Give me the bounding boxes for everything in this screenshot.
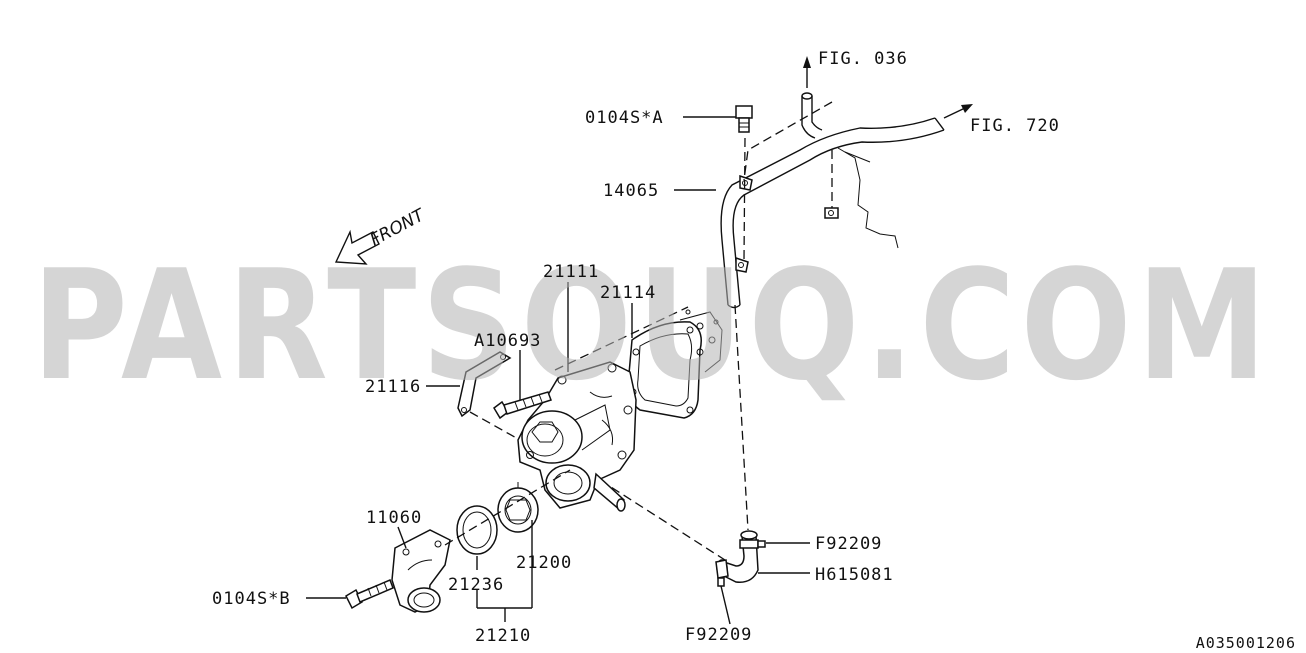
water-pipe-14065[interactable] — [720, 92, 945, 309]
seal-ring-21236[interactable] — [456, 505, 498, 555]
callout-pipe-14065[interactable]: 14065 — [603, 181, 659, 201]
arrow-right-fig720 — [943, 104, 973, 119]
gasket-21114[interactable] — [627, 321, 702, 419]
clip-f92209-lower[interactable] — [715, 559, 729, 587]
engine-outline — [837, 147, 899, 249]
callout-bolt-a[interactable]: 0104S*A — [585, 108, 664, 128]
water-pump-back-plate — [679, 309, 723, 373]
alignment-line-gasket-top — [554, 306, 689, 371]
bolt-0104s-b[interactable] — [345, 579, 394, 610]
bracket-21116[interactable] — [457, 351, 512, 418]
thermostat-cover-11060[interactable] — [391, 529, 451, 613]
leader-lines — [306, 116, 810, 625]
callout-gasket-21114[interactable]: 21114 — [600, 283, 656, 303]
thermostat-21200[interactable] — [497, 482, 539, 533]
bolt-0104s-a[interactable] — [735, 105, 753, 133]
callout-bracket-21116[interactable]: 21116 — [365, 377, 421, 397]
callout-assy-21210[interactable]: 21210 — [475, 626, 531, 646]
alignment-line-bracket — [469, 411, 521, 441]
alignment-line-pump-hose — [599, 479, 726, 561]
bolt-a10693[interactable] — [493, 391, 552, 420]
callout-bolt-a10693[interactable]: A10693 — [474, 331, 541, 351]
callout-thermostat-21200[interactable]: 21200 — [516, 553, 572, 573]
arrow-up-fig036 — [803, 56, 811, 88]
callout-pump-21111[interactable]: 21111 — [543, 262, 599, 282]
callout-hose-h615081[interactable]: H615081 — [815, 565, 894, 585]
figure-code: A035001206 — [1196, 634, 1296, 652]
callout-cover-11060[interactable]: 11060 — [366, 508, 422, 528]
alignment-line-pipe-tab — [743, 137, 746, 261]
clip-f92209-upper[interactable] — [739, 539, 766, 549]
callout-fig720[interactable]: FIG. 720 — [970, 116, 1060, 136]
callout-bolt-b[interactable]: 0104S*B — [212, 589, 291, 609]
callout-seal-21236[interactable]: 21236 — [448, 575, 504, 595]
alignment-line-thermostat — [444, 469, 571, 546]
watermark-text: PARTSOUQ.COM — [32, 237, 1272, 414]
alignment-line-pipe-hose — [734, 304, 749, 531]
callout-clip-lower[interactable]: F92209 — [685, 625, 752, 645]
callout-clip-upper[interactable]: F92209 — [815, 534, 882, 554]
callout-fig036[interactable]: FIG. 036 — [818, 49, 908, 69]
